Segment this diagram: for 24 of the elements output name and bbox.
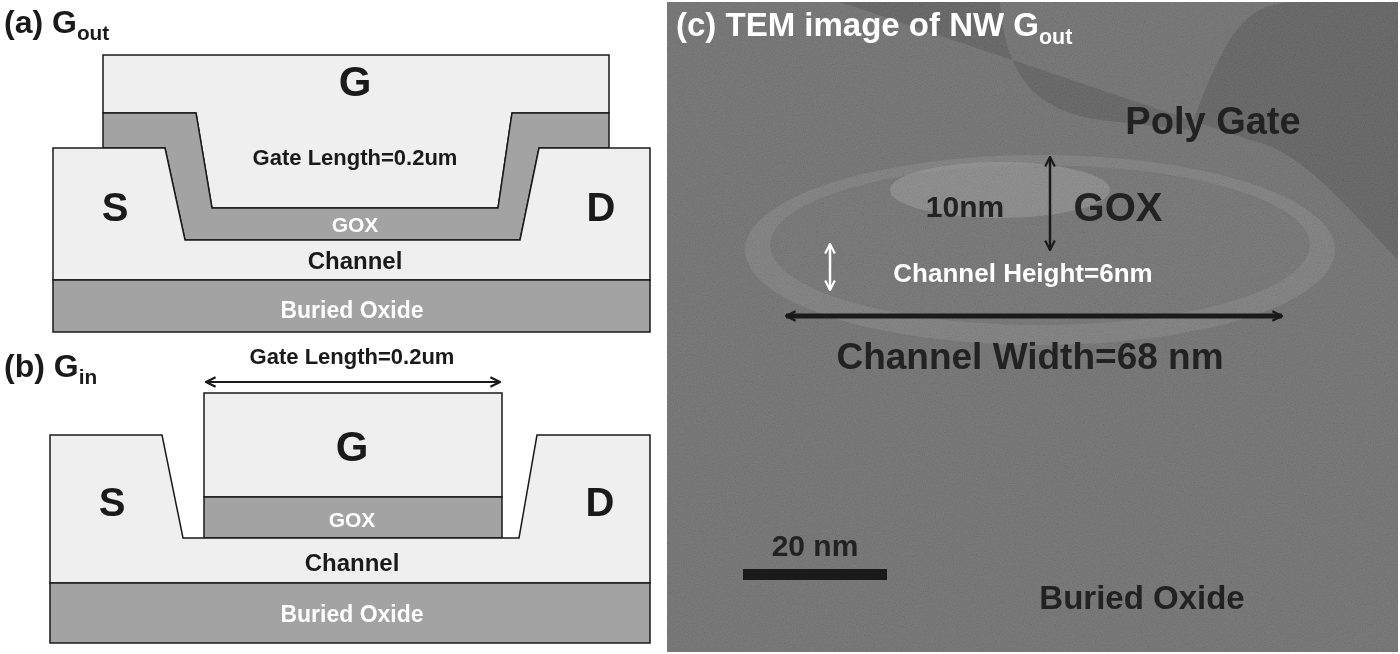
dimension-label: Channel Width=68 nm xyxy=(836,337,1224,375)
region-label: GOX xyxy=(1073,187,1163,227)
scale-label: 20 nm xyxy=(771,531,859,561)
layer-label: S xyxy=(98,482,126,522)
layer-label: Buried Oxide xyxy=(280,298,424,322)
layer-label: D xyxy=(585,482,615,522)
layer-label: G xyxy=(335,426,369,468)
layer-label: S xyxy=(101,187,129,227)
layer-label: G xyxy=(338,61,372,103)
dimension-label: Channel Height=6nm xyxy=(893,260,1153,286)
dimension-label: 10nm xyxy=(925,192,1005,222)
region-label: Poly Gate xyxy=(1125,102,1301,140)
panel-label: (c) TEM image of NW G$_{out}$ xyxy=(676,8,1073,48)
layer-label: Buried Oxide xyxy=(280,602,424,626)
dimension-label: Gate Length=0.2um xyxy=(249,346,455,368)
layer-label: D xyxy=(586,187,616,227)
panel-label: (a) G$_{out}$ xyxy=(4,6,110,45)
region-label: Buried Oxide xyxy=(1039,580,1245,614)
panel-label: (b) G$_{in}$ xyxy=(4,350,98,389)
layer-label: GOX xyxy=(331,213,379,235)
layer-label: Channel xyxy=(304,551,400,575)
layer-label: GOX xyxy=(328,508,376,530)
layer-label: Channel xyxy=(307,249,403,273)
dimension-label: Gate Length=0.2um xyxy=(252,147,458,169)
